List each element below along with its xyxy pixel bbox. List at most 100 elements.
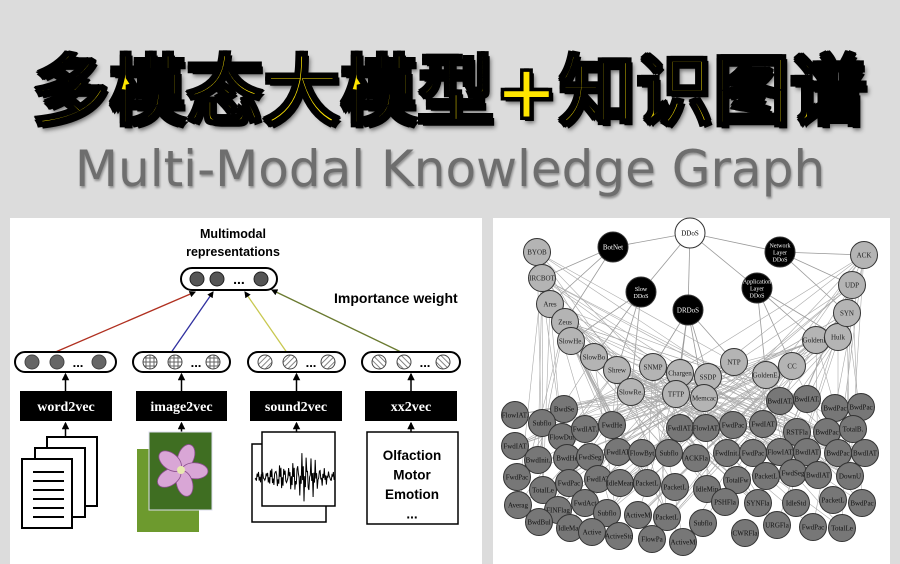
node-label: Chargen bbox=[668, 370, 692, 378]
node-feature: Active bbox=[578, 518, 606, 546]
node-feature: Subflo bbox=[689, 509, 717, 537]
svg-text:...: ... bbox=[191, 355, 202, 370]
node-feature: Subflo bbox=[655, 439, 683, 467]
svg-text:...: ... bbox=[306, 355, 317, 370]
node-label: FwdIAT bbox=[751, 421, 775, 429]
node-feature: FwdInit. bbox=[713, 439, 741, 467]
multimodal-diagram: Multimodal representations ... Importanc… bbox=[14, 227, 461, 532]
node-feature: URGFla bbox=[763, 511, 791, 539]
node-label: PacketL bbox=[822, 497, 845, 505]
graph-edge bbox=[570, 340, 613, 426]
node-feature: FwdIAT bbox=[501, 432, 529, 460]
node-label: SlowRe. bbox=[619, 389, 643, 397]
encoder-image2vec: ...image2vec bbox=[132, 291, 231, 437]
node-feature: PacketL bbox=[633, 469, 661, 497]
encoder-box bbox=[250, 391, 342, 421]
documents-icon bbox=[21, 436, 98, 529]
node-attack: TFTP bbox=[662, 380, 690, 408]
node-attack: ACK bbox=[850, 241, 878, 269]
flower-image bbox=[137, 431, 213, 532]
node-label: FwdIAT bbox=[503, 443, 527, 451]
node-label: Layer bbox=[750, 287, 764, 293]
node-label: BwdPac bbox=[850, 500, 873, 508]
graph-edge bbox=[611, 397, 705, 426]
node-label: FwdPac bbox=[558, 480, 581, 488]
node-feature: FlowIAT. bbox=[501, 401, 529, 429]
node-attack: BYOB bbox=[523, 238, 551, 266]
node-label: IdleStd bbox=[786, 500, 807, 508]
node-label: FwdSeg bbox=[579, 454, 602, 462]
page-subtitle: Multi-Modal Knowledge Graph bbox=[74, 140, 826, 198]
node-feature: BwdIAT bbox=[793, 438, 821, 466]
modality-label: Emotion bbox=[385, 487, 439, 502]
node-feature: DownU bbox=[836, 462, 864, 490]
modality-label: Motor bbox=[393, 468, 431, 483]
node-label: BwdIAT. bbox=[794, 396, 820, 404]
node-feature: BwdIAT. bbox=[766, 387, 794, 415]
other-modalities-box: OlfactionMotorEmotion... bbox=[366, 431, 459, 525]
node-label: ActiveStd bbox=[605, 533, 633, 541]
modality-vector: ... bbox=[361, 351, 461, 373]
node-attack: GoldenE. bbox=[752, 361, 780, 389]
encoder-box bbox=[365, 391, 457, 421]
node-label: FwdPac bbox=[742, 450, 765, 458]
svg-text:...: ... bbox=[73, 355, 84, 370]
node-label: DRDoS bbox=[677, 307, 699, 315]
node-label: BYOB bbox=[527, 249, 547, 257]
graph-edge bbox=[584, 284, 853, 504]
node-attack: SYN bbox=[833, 299, 861, 327]
node-label: FwdIAT bbox=[586, 476, 610, 484]
node-label: URGFla bbox=[765, 522, 790, 530]
node-feature: ACKFla bbox=[682, 444, 710, 472]
node-label: NTP bbox=[727, 359, 740, 367]
encoder-label: xx2vec bbox=[391, 400, 431, 415]
node-feature: ActiveM bbox=[624, 501, 652, 529]
node-attack: IRCBOT bbox=[528, 264, 556, 292]
node-label: FlowIAT. bbox=[693, 425, 720, 433]
node-label: FwdAct bbox=[574, 500, 597, 508]
node-label: FwdIAT. bbox=[668, 425, 693, 433]
node-label: BwdIAT. bbox=[767, 398, 793, 406]
modality-vector: ... bbox=[132, 351, 231, 373]
node-label: Active bbox=[583, 529, 602, 537]
node-label: Subflo bbox=[694, 520, 713, 528]
node-label: FlowIAT. bbox=[502, 412, 529, 420]
node-label: UDP bbox=[845, 282, 859, 290]
node-feature: BwdIAT bbox=[851, 439, 879, 467]
node-label: Averag bbox=[508, 502, 529, 510]
encoder-label: word2vec bbox=[37, 400, 95, 415]
node-feature: PacketL bbox=[819, 486, 847, 514]
node-label: SlowBo bbox=[583, 354, 606, 362]
encoder-xx2vec: ... xx2vec bbox=[271, 289, 461, 437]
node-feature: FlowByt bbox=[628, 439, 656, 467]
node-feature: FwdPac bbox=[799, 513, 827, 541]
node-label: PacketL bbox=[656, 514, 679, 522]
node-label: SYNFla bbox=[747, 500, 771, 508]
node-attack: SlowHe. bbox=[557, 327, 585, 355]
node-feature: FwdHe bbox=[598, 411, 626, 439]
node-feature: PSHFla bbox=[711, 488, 739, 516]
node-label: GoldenE. bbox=[803, 337, 830, 345]
node-label: BwdSe bbox=[554, 406, 574, 414]
node-feature: BwdIAT. bbox=[793, 385, 821, 413]
importance-weight-label: Importance weight bbox=[334, 290, 458, 306]
node-feature: IdleMean bbox=[606, 469, 634, 497]
node-feature: FwdIAT bbox=[749, 410, 777, 438]
modality-label: ... bbox=[406, 507, 417, 522]
node-feature: FwdSeg bbox=[779, 459, 807, 487]
graph-edge bbox=[679, 372, 728, 454]
node-attack: SlowRe. bbox=[617, 378, 645, 406]
modality-vector: ... bbox=[14, 351, 117, 373]
node-feature: FlowIAT. bbox=[692, 414, 720, 442]
node-label: PacketL bbox=[664, 484, 687, 492]
svg-text:...: ... bbox=[420, 355, 431, 370]
node-label: Subflo bbox=[598, 510, 617, 518]
node-label: Application bbox=[743, 280, 771, 286]
node-attack: CC bbox=[778, 352, 806, 380]
node-label: IdleMin bbox=[696, 486, 719, 494]
node-label: DDoS bbox=[633, 294, 648, 300]
node-feature: BwdBul bbox=[525, 508, 553, 536]
graph-edge bbox=[651, 336, 839, 540]
